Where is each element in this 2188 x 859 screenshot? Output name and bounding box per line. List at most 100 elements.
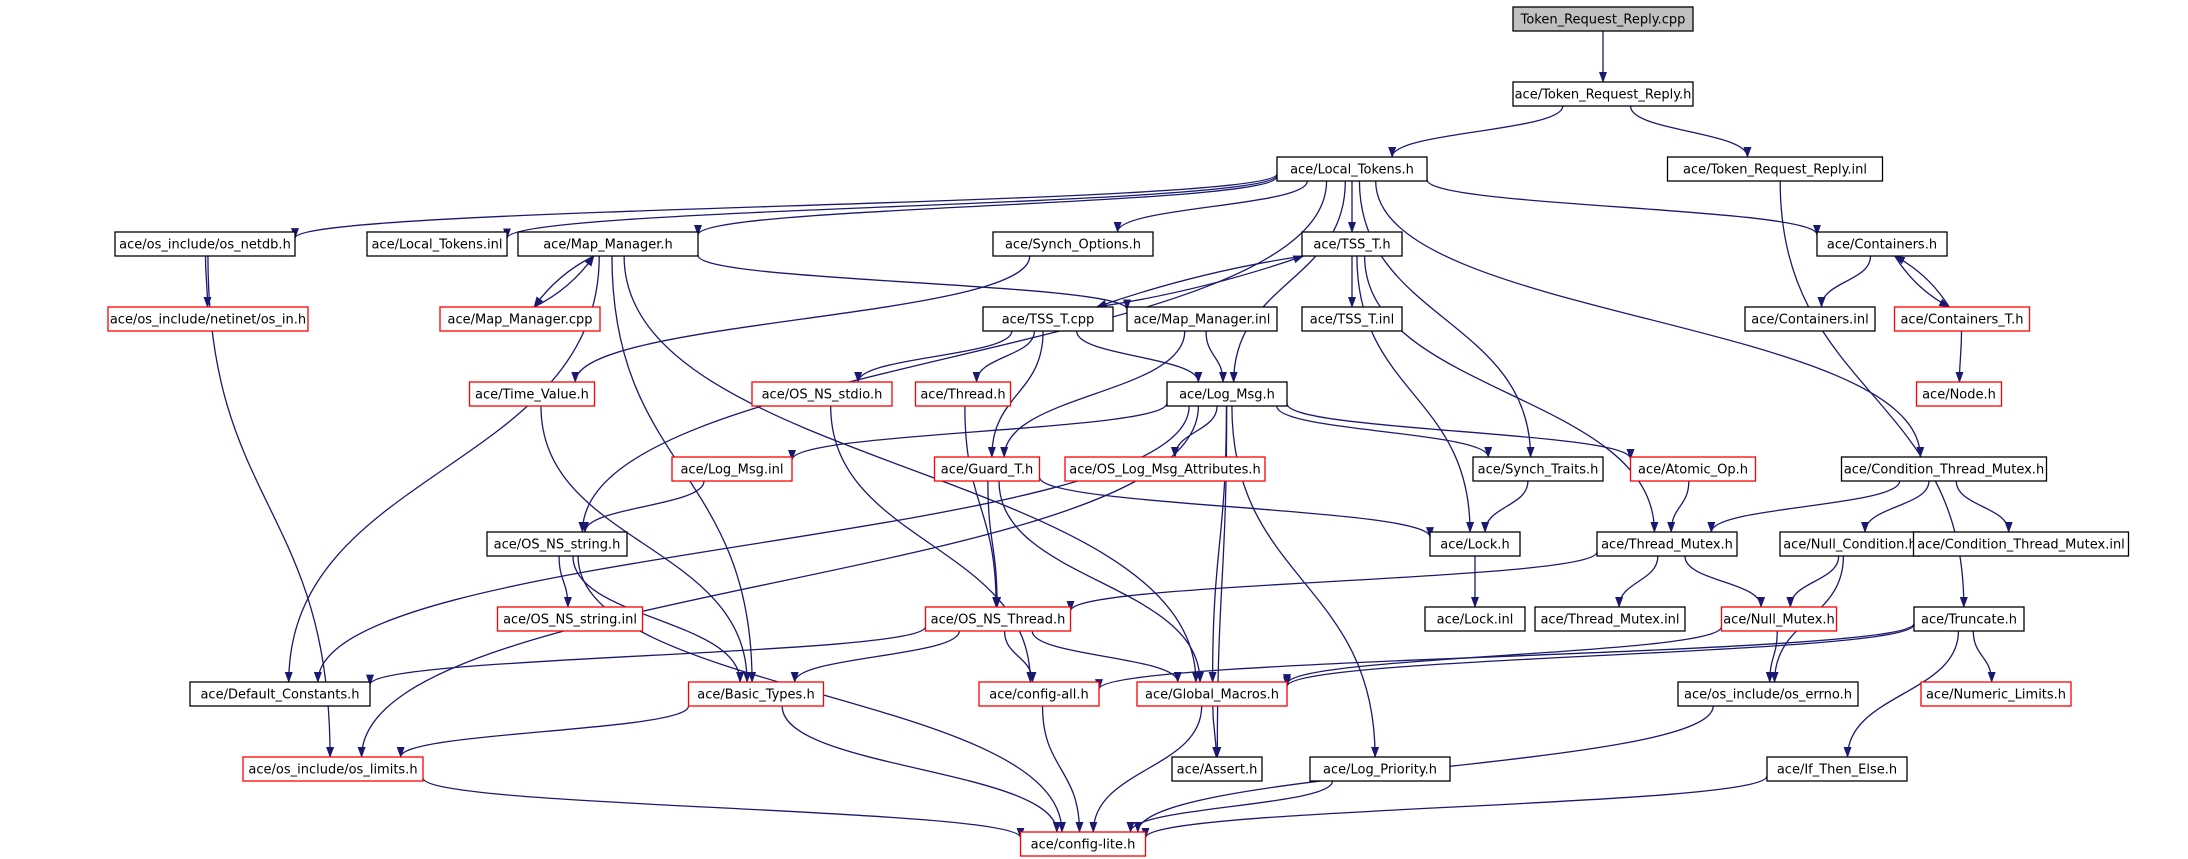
node-box[interactable] — [1301, 231, 1403, 257]
node-local_tokens_inl[interactable]: ace/Local_Tokens.inl — [366, 231, 508, 257]
node-log_msg_inl[interactable]: ace/Log_Msg.inl — [671, 456, 793, 482]
node-map_manager_h[interactable]: ace/Map_Manager.h — [517, 231, 699, 257]
node-atomic_op_h[interactable]: ace/Atomic_Op.h — [1629, 456, 1757, 482]
node-box[interactable] — [189, 681, 371, 707]
node-thread_mutex_inl[interactable]: ace/Thread_Mutex.inl — [1534, 606, 1686, 632]
node-trr_inl[interactable]: ace/Token_Request_Reply.inl — [1666, 156, 1884, 182]
node-os_in_h[interactable]: ace/os_include/netinet/os_in.h — [107, 306, 309, 332]
node-box[interactable] — [1472, 456, 1604, 482]
node-guard_t_h[interactable]: ace/Guard_T.h — [933, 456, 1041, 482]
node-box[interactable] — [978, 681, 1100, 707]
node-box[interactable] — [933, 456, 1041, 482]
node-log_msg_h[interactable]: ace/Log_Msg.h — [1166, 381, 1288, 407]
node-containers_t_h[interactable]: ace/Containers_T.h — [1893, 306, 2031, 332]
node-box[interactable] — [1629, 456, 1757, 482]
node-box[interactable] — [517, 231, 699, 257]
node-trr_h[interactable]: ace/Token_Request_Reply.h — [1512, 81, 1694, 107]
node-box[interactable] — [1912, 531, 2130, 557]
node-label: ace/Atomic_Op.h — [1638, 463, 1748, 478]
node-box[interactable] — [1309, 756, 1451, 782]
node-box[interactable] — [1744, 306, 1876, 332]
node-box[interactable] — [1677, 681, 1859, 707]
node-os_errno_h[interactable]: ace/os_include/os_errno.h — [1677, 681, 1859, 707]
node-box[interactable] — [486, 531, 628, 557]
node-box[interactable] — [1276, 156, 1428, 182]
node-box[interactable] — [924, 606, 1072, 632]
node-containers_inl[interactable]: ace/Containers.inl — [1744, 306, 1876, 332]
node-box[interactable] — [1920, 681, 2072, 707]
node-box[interactable] — [1720, 606, 1838, 632]
node-config_all_h[interactable]: ace/config-all.h — [978, 681, 1100, 707]
node-root[interactable]: Token_Request_Reply.cpp — [1512, 6, 1694, 32]
node-box[interactable] — [1666, 156, 1884, 182]
node-box[interactable] — [1534, 606, 1686, 632]
node-basic_types_h[interactable]: ace/Basic_Types.h — [687, 681, 825, 707]
node-box[interactable] — [1019, 831, 1147, 857]
node-os_ns_string_inl[interactable]: ace/OS_NS_string.inl — [496, 606, 644, 632]
node-thread_h[interactable]: ace/Thread.h — [914, 381, 1012, 407]
node-box[interactable] — [751, 381, 893, 407]
node-box[interactable] — [439, 306, 601, 332]
node-local_tokens_h[interactable]: ace/Local_Tokens.h — [1276, 156, 1428, 182]
node-truncate_h[interactable]: ace/Truncate.h — [1913, 606, 2025, 632]
node-box[interactable] — [1915, 381, 2003, 407]
node-box[interactable] — [366, 231, 508, 257]
node-node_h[interactable]: ace/Node.h — [1915, 381, 2003, 407]
node-box[interactable] — [1064, 456, 1266, 482]
node-lock_h[interactable]: ace/Lock.h — [1429, 531, 1521, 557]
node-box[interactable] — [1136, 681, 1288, 707]
node-tss_t_inl[interactable]: ace/TSS_T.inl — [1301, 306, 1403, 332]
node-tss_t_h[interactable]: ace/TSS_T.h — [1301, 231, 1403, 257]
node-box[interactable] — [468, 381, 596, 407]
node-box[interactable] — [1166, 381, 1288, 407]
node-thread_mutex_h[interactable]: ace/Thread_Mutex.h — [1596, 531, 1738, 557]
node-if_then_else_h[interactable]: ace/If_Then_Else.h — [1766, 756, 1908, 782]
node-os_netdb_h[interactable]: ace/os_include/os_netdb.h — [114, 231, 296, 257]
node-default_constants_h[interactable]: ace/Default_Constants.h — [189, 681, 371, 707]
node-box[interactable] — [1596, 531, 1738, 557]
node-box[interactable] — [1171, 756, 1263, 782]
node-synch_traits_h[interactable]: ace/Synch_Traits.h — [1472, 456, 1604, 482]
node-cond_thread_mutex_inl[interactable]: ace/Condition_Thread_Mutex.inl — [1912, 531, 2130, 557]
node-box[interactable] — [1766, 756, 1908, 782]
node-box[interactable] — [687, 681, 825, 707]
node-config_lite_h[interactable]: ace/config-lite.h — [1019, 831, 1147, 857]
node-numeric_limits_h[interactable]: ace/Numeric_Limits.h — [1920, 681, 2072, 707]
node-os_log_msg_attr_h[interactable]: ace/OS_Log_Msg_Attributes.h — [1064, 456, 1266, 482]
node-box[interactable] — [1840, 456, 2048, 482]
node-box[interactable] — [982, 306, 1114, 332]
node-box[interactable] — [1816, 231, 1948, 257]
node-box[interactable] — [496, 606, 644, 632]
node-box[interactable] — [1126, 306, 1278, 332]
node-map_manager_cpp[interactable]: ace/Map_Manager.cpp — [439, 306, 601, 332]
node-os_ns_stdio_h[interactable]: ace/OS_NS_stdio.h — [751, 381, 893, 407]
node-box[interactable] — [1301, 306, 1403, 332]
node-box[interactable] — [1893, 306, 2031, 332]
node-assert_h[interactable]: ace/Assert.h — [1171, 756, 1263, 782]
node-box[interactable] — [1913, 606, 2025, 632]
node-box[interactable] — [1512, 81, 1694, 107]
node-box[interactable] — [107, 306, 309, 332]
node-box[interactable] — [242, 756, 424, 782]
node-cond_thread_mutex_h[interactable]: ace/Condition_Thread_Mutex.h — [1840, 456, 2048, 482]
node-null_condition_h[interactable]: ace/Null_Condition.h — [1779, 531, 1921, 557]
node-box[interactable] — [914, 381, 1012, 407]
node-box[interactable] — [671, 456, 793, 482]
node-box[interactable] — [992, 231, 1154, 257]
node-synch_options_h[interactable]: ace/Synch_Options.h — [992, 231, 1154, 257]
node-null_mutex_h[interactable]: ace/Null_Mutex.h — [1720, 606, 1838, 632]
node-box[interactable] — [1512, 6, 1694, 32]
node-log_priority_h[interactable]: ace/Log_Priority.h — [1309, 756, 1451, 782]
node-time_value_h[interactable]: ace/Time_Value.h — [468, 381, 596, 407]
node-global_macros_h[interactable]: ace/Global_Macros.h — [1136, 681, 1288, 707]
node-box[interactable] — [1424, 606, 1526, 632]
node-os_limits_h[interactable]: ace/os_include/os_limits.h — [242, 756, 424, 782]
node-box[interactable] — [114, 231, 296, 257]
node-containers_h[interactable]: ace/Containers.h — [1816, 231, 1948, 257]
node-tss_t_cpp[interactable]: ace/TSS_T.cpp — [982, 306, 1114, 332]
node-lock_inl[interactable]: ace/Lock.inl — [1424, 606, 1526, 632]
node-os_ns_thread_h[interactable]: ace/OS_NS_Thread.h — [924, 606, 1072, 632]
node-box[interactable] — [1429, 531, 1521, 557]
node-os_ns_string_h[interactable]: ace/OS_NS_string.h — [486, 531, 628, 557]
node-map_manager_inl[interactable]: ace/Map_Manager.inl — [1126, 306, 1278, 332]
